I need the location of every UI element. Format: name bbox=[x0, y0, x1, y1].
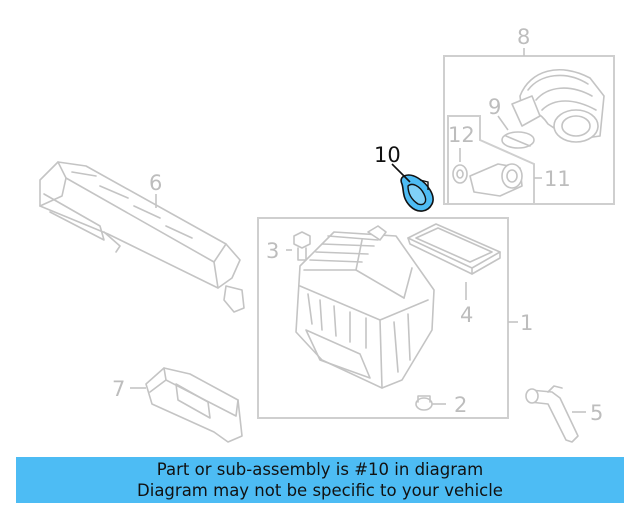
part-1-air-cleaner bbox=[257, 217, 509, 419]
part-5-pipe bbox=[525, 385, 579, 443]
leader-lines bbox=[130, 48, 586, 413]
info-banner: Part or sub-assembly is #10 in diagram D… bbox=[16, 457, 624, 503]
part-10-clamp[interactable] bbox=[391, 163, 434, 212]
callout-7: 7 bbox=[112, 377, 125, 401]
callout-9: 9 bbox=[488, 95, 501, 119]
callout-4: 4 bbox=[460, 303, 473, 327]
callout-11: 11 bbox=[544, 167, 571, 191]
banner-line-part: Part or sub-assembly is #10 in diagram bbox=[156, 460, 484, 479]
callout-12: 12 bbox=[448, 123, 475, 147]
callout-5: 5 bbox=[590, 401, 603, 425]
callout-1: 1 bbox=[520, 311, 533, 335]
callout-6: 6 bbox=[149, 171, 162, 195]
banner-line-disclaimer: Diagram may not be specific to your vehi… bbox=[137, 481, 503, 500]
part-8-group bbox=[443, 55, 615, 205]
callout-numbers: 1 2 3 4 5 6 7 8 9 10 11 12 bbox=[112, 25, 603, 425]
part-6-intake-duct bbox=[39, 161, 245, 313]
callout-2: 2 bbox=[454, 393, 467, 417]
callout-8: 8 bbox=[517, 25, 530, 49]
part-7-duct bbox=[145, 367, 243, 443]
callout-3: 3 bbox=[266, 239, 279, 263]
callout-10[interactable]: 10 bbox=[374, 143, 401, 167]
